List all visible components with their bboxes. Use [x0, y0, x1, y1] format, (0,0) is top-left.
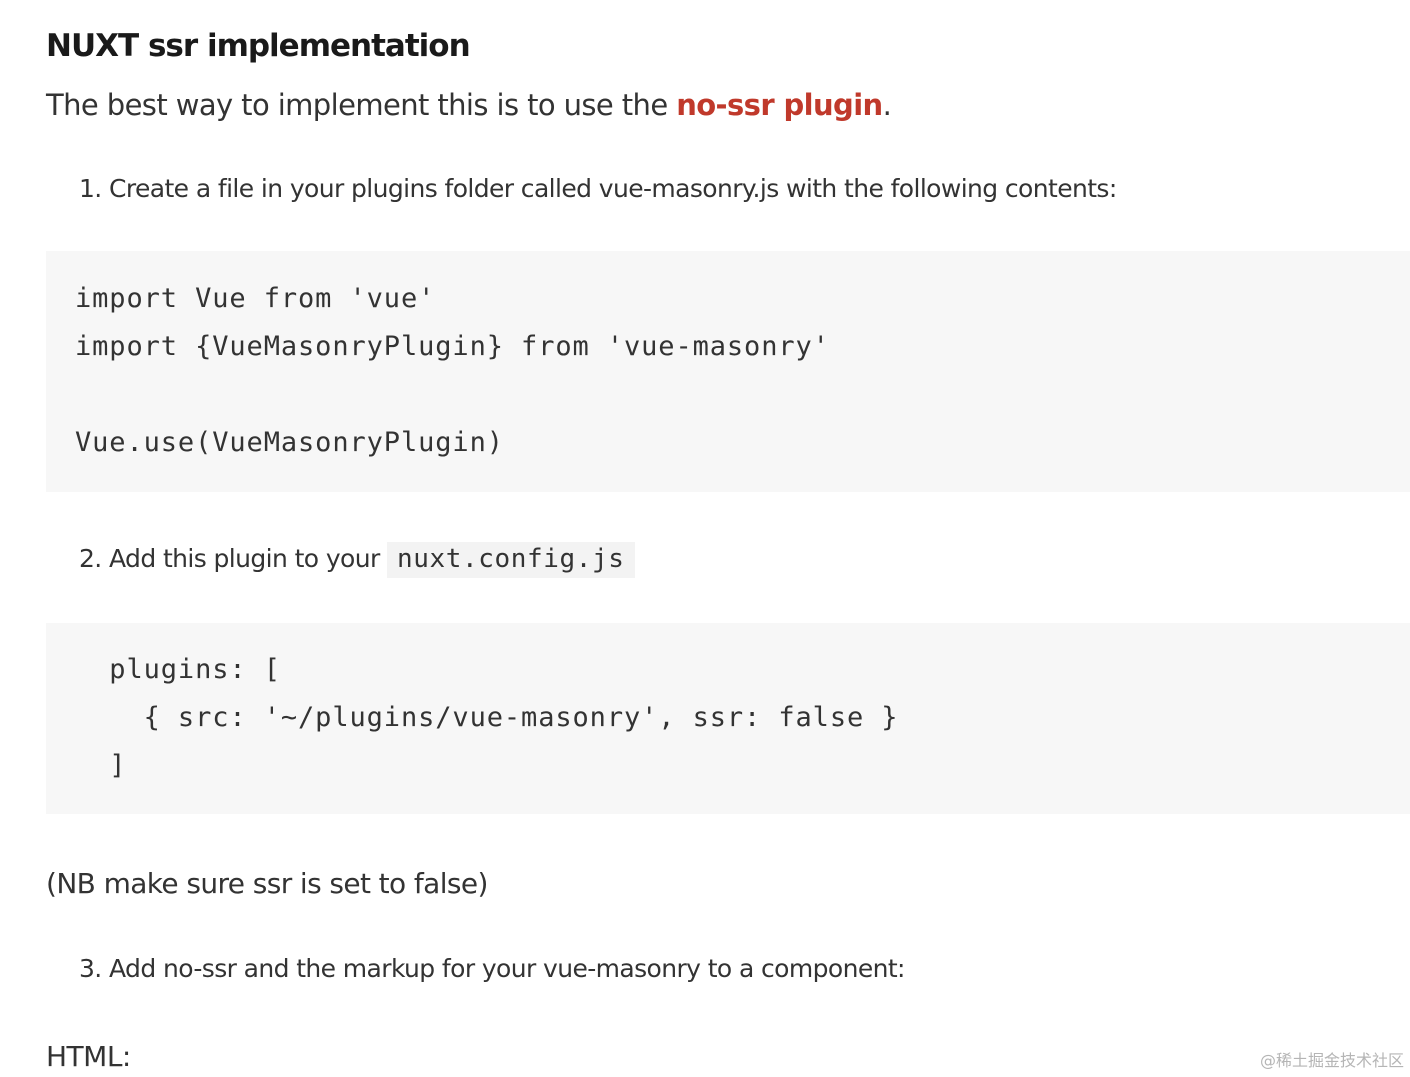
step-2-label: 2. Add this plugin to your — [79, 544, 387, 573]
code-line: import {VueMasonryPlugin} from 'vue-maso… — [75, 331, 830, 362]
html-label: HTML: — [46, 1040, 131, 1073]
step-1-text: 1. Create a file in your plugins folder … — [79, 174, 1117, 203]
code-block-nuxt-config[interactable]: plugins: [ { src: '~/plugins/vue-masonry… — [46, 623, 1410, 814]
code-block-plugin-file[interactable]: import Vue from 'vue' import {VueMasonryP… — [46, 251, 1410, 492]
code-line: { src: '~/plugins/vue-masonry', ssr: fal… — [75, 702, 899, 733]
no-ssr-plugin-link[interactable]: no-ssr plugin — [676, 88, 883, 122]
code-line: import Vue from 'vue' — [75, 283, 436, 314]
watermark: @稀土掘金技术社区 — [1259, 1051, 1404, 1070]
note-paragraph: (NB make sure ssr is set to false) — [46, 867, 488, 900]
code-line — [75, 371, 1410, 419]
code-line: ] — [75, 750, 127, 781]
code-line: Vue.use(VueMasonryPlugin) — [75, 427, 504, 458]
step-2-text: 2. Add this plugin to your nuxt.config.j… — [79, 542, 635, 578]
code-line: plugins: [ — [75, 654, 281, 685]
intro-period: . — [882, 88, 892, 122]
intro-text: The best way to implement this is to use… — [46, 88, 677, 122]
inline-code-nuxt-config: nuxt.config.js — [386, 542, 635, 578]
intro-paragraph: The best way to implement this is to use… — [46, 88, 892, 122]
step-3-text: 3. Add no-ssr and the markup for your vu… — [79, 954, 905, 983]
section-heading: NUXT ssr implementation — [46, 28, 471, 64]
